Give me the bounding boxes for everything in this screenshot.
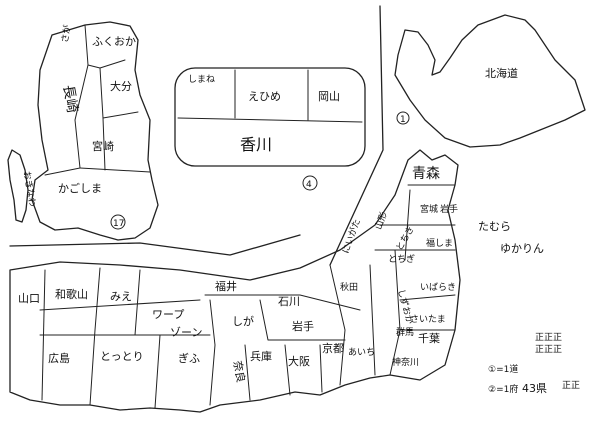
label-aomori: 青森 <box>412 166 440 182</box>
label-chiba: 千葉 <box>418 331 440 345</box>
label-okinawa: おきなわ <box>21 170 38 207</box>
label-tochigi2: とちぎ <box>388 253 415 265</box>
kyushu-region: さが ふくおか 長崎 大分 宮崎 かごしま おきなわ 17 <box>7 21 159 241</box>
label-gifu: ぎふ <box>178 351 200 365</box>
note-total: 43県 <box>522 382 547 395</box>
label-osaka: 大阪 <box>288 354 310 368</box>
label-fukui: 福井 <box>215 279 237 293</box>
nagasaki-border <box>44 64 89 176</box>
label-warp-2: ゾーン <box>170 326 202 339</box>
label-ehime: えひめ <box>248 90 281 103</box>
label-fukushima: 福しま <box>426 237 453 249</box>
shikoku-count-circle <box>302 175 318 191</box>
hokkaido-region: 北海道 1 <box>394 14 586 148</box>
kyushu-count-circle <box>110 214 126 230</box>
label-iwate2: 岩手 <box>292 319 314 333</box>
label-warp-1: ワープ <box>152 308 184 321</box>
note-extra: 正正 <box>562 381 580 391</box>
kyushu-outline <box>31 21 159 241</box>
label-kagoshima: かごしま <box>58 181 102 195</box>
label-okayama: 岡山 <box>318 90 340 103</box>
label-ibaraki: いばらき <box>420 282 456 293</box>
border-mie <box>134 269 161 409</box>
label-shiga: しが <box>232 314 254 328</box>
border-yamaguchi <box>39 299 201 311</box>
hokkaido-count-circle <box>396 111 410 125</box>
divider-line <box>329 5 384 266</box>
label-nara: 奈良 <box>231 359 249 383</box>
miyazaki-border <box>102 117 106 171</box>
label-tottori: とっとり <box>100 350 144 363</box>
notes-area: たむら ゆかりん 正正正 正正正 ①=1道 ②=1府 43県 正正 <box>478 220 580 395</box>
note-tally-1: 正正正 <box>535 333 562 343</box>
border-ibaraki <box>399 294 456 301</box>
okinawa-outline <box>7 149 29 223</box>
kagoshima-border <box>79 167 151 173</box>
border-niigata <box>389 249 401 376</box>
label-miyagi: 宮城 <box>420 203 438 215</box>
label-aichi: あいち <box>348 347 375 358</box>
shikoku-region: しまね えひめ 岡山 香川 4 <box>174 67 366 191</box>
label-mie: みえ <box>110 290 132 303</box>
label-hokkaido: 北海道 <box>485 66 518 80</box>
label-miyazaki: 宮崎 <box>92 139 114 153</box>
label-nagasaki: 長崎 <box>60 84 81 114</box>
border-ishikawa <box>259 299 346 341</box>
border-wakayama <box>89 267 101 406</box>
label-saitama: さいたま <box>410 314 446 325</box>
label-kyoto: 京都 <box>322 341 344 355</box>
label-yamaguchi: 山口 <box>18 292 40 305</box>
label-wakayama: 和歌山 <box>55 287 88 301</box>
label-fukuoka: ふくおか <box>92 35 136 48</box>
label-shimane: しまね <box>188 74 215 85</box>
border-nara <box>244 344 251 401</box>
border-shizuoka <box>369 264 376 376</box>
border-gifu <box>209 299 216 406</box>
label-kagawa: 香川 <box>240 135 272 154</box>
note-name-1: たむら <box>478 220 511 233</box>
border-akita <box>404 189 411 261</box>
label-tochigi: とちぎ <box>393 223 417 252</box>
border-kyoto <box>319 344 323 393</box>
note-key-2: ②=1府 <box>488 383 518 395</box>
hokkaido-outline <box>394 14 586 148</box>
label-kanagawa: 神奈川 <box>392 356 419 368</box>
label-hiroshima: 広島 <box>48 351 70 365</box>
label-iwate: 岩手 <box>440 203 458 215</box>
border-gunma <box>329 264 346 386</box>
note-name-2: ゆかりん <box>500 242 544 255</box>
border-fukui <box>204 294 361 311</box>
honshu-top-edge <box>9 234 301 256</box>
hokkaido-count: 1 <box>400 115 406 125</box>
label-ishikawa: 石川 <box>278 295 300 308</box>
note-tally-2: 正正正 <box>535 345 562 355</box>
shikoku-hline <box>177 117 363 123</box>
border-osaka <box>284 344 291 396</box>
label-hyogo: 兵庫 <box>250 349 272 363</box>
note-key-1: ①=1道 <box>488 363 518 375</box>
label-oita: 大分 <box>110 79 132 93</box>
shikoku-count: 4 <box>306 180 312 190</box>
label-gunma: 群馬 <box>396 326 414 338</box>
label-akita: 秋田 <box>340 281 358 293</box>
label-saga: さが <box>59 24 74 44</box>
oita-border <box>99 67 139 119</box>
label-yamagata: 山形 <box>372 210 389 231</box>
shikoku-outline <box>174 67 366 167</box>
kyushu-count: 17 <box>113 219 124 229</box>
saga-fukuoka-border <box>84 24 126 69</box>
